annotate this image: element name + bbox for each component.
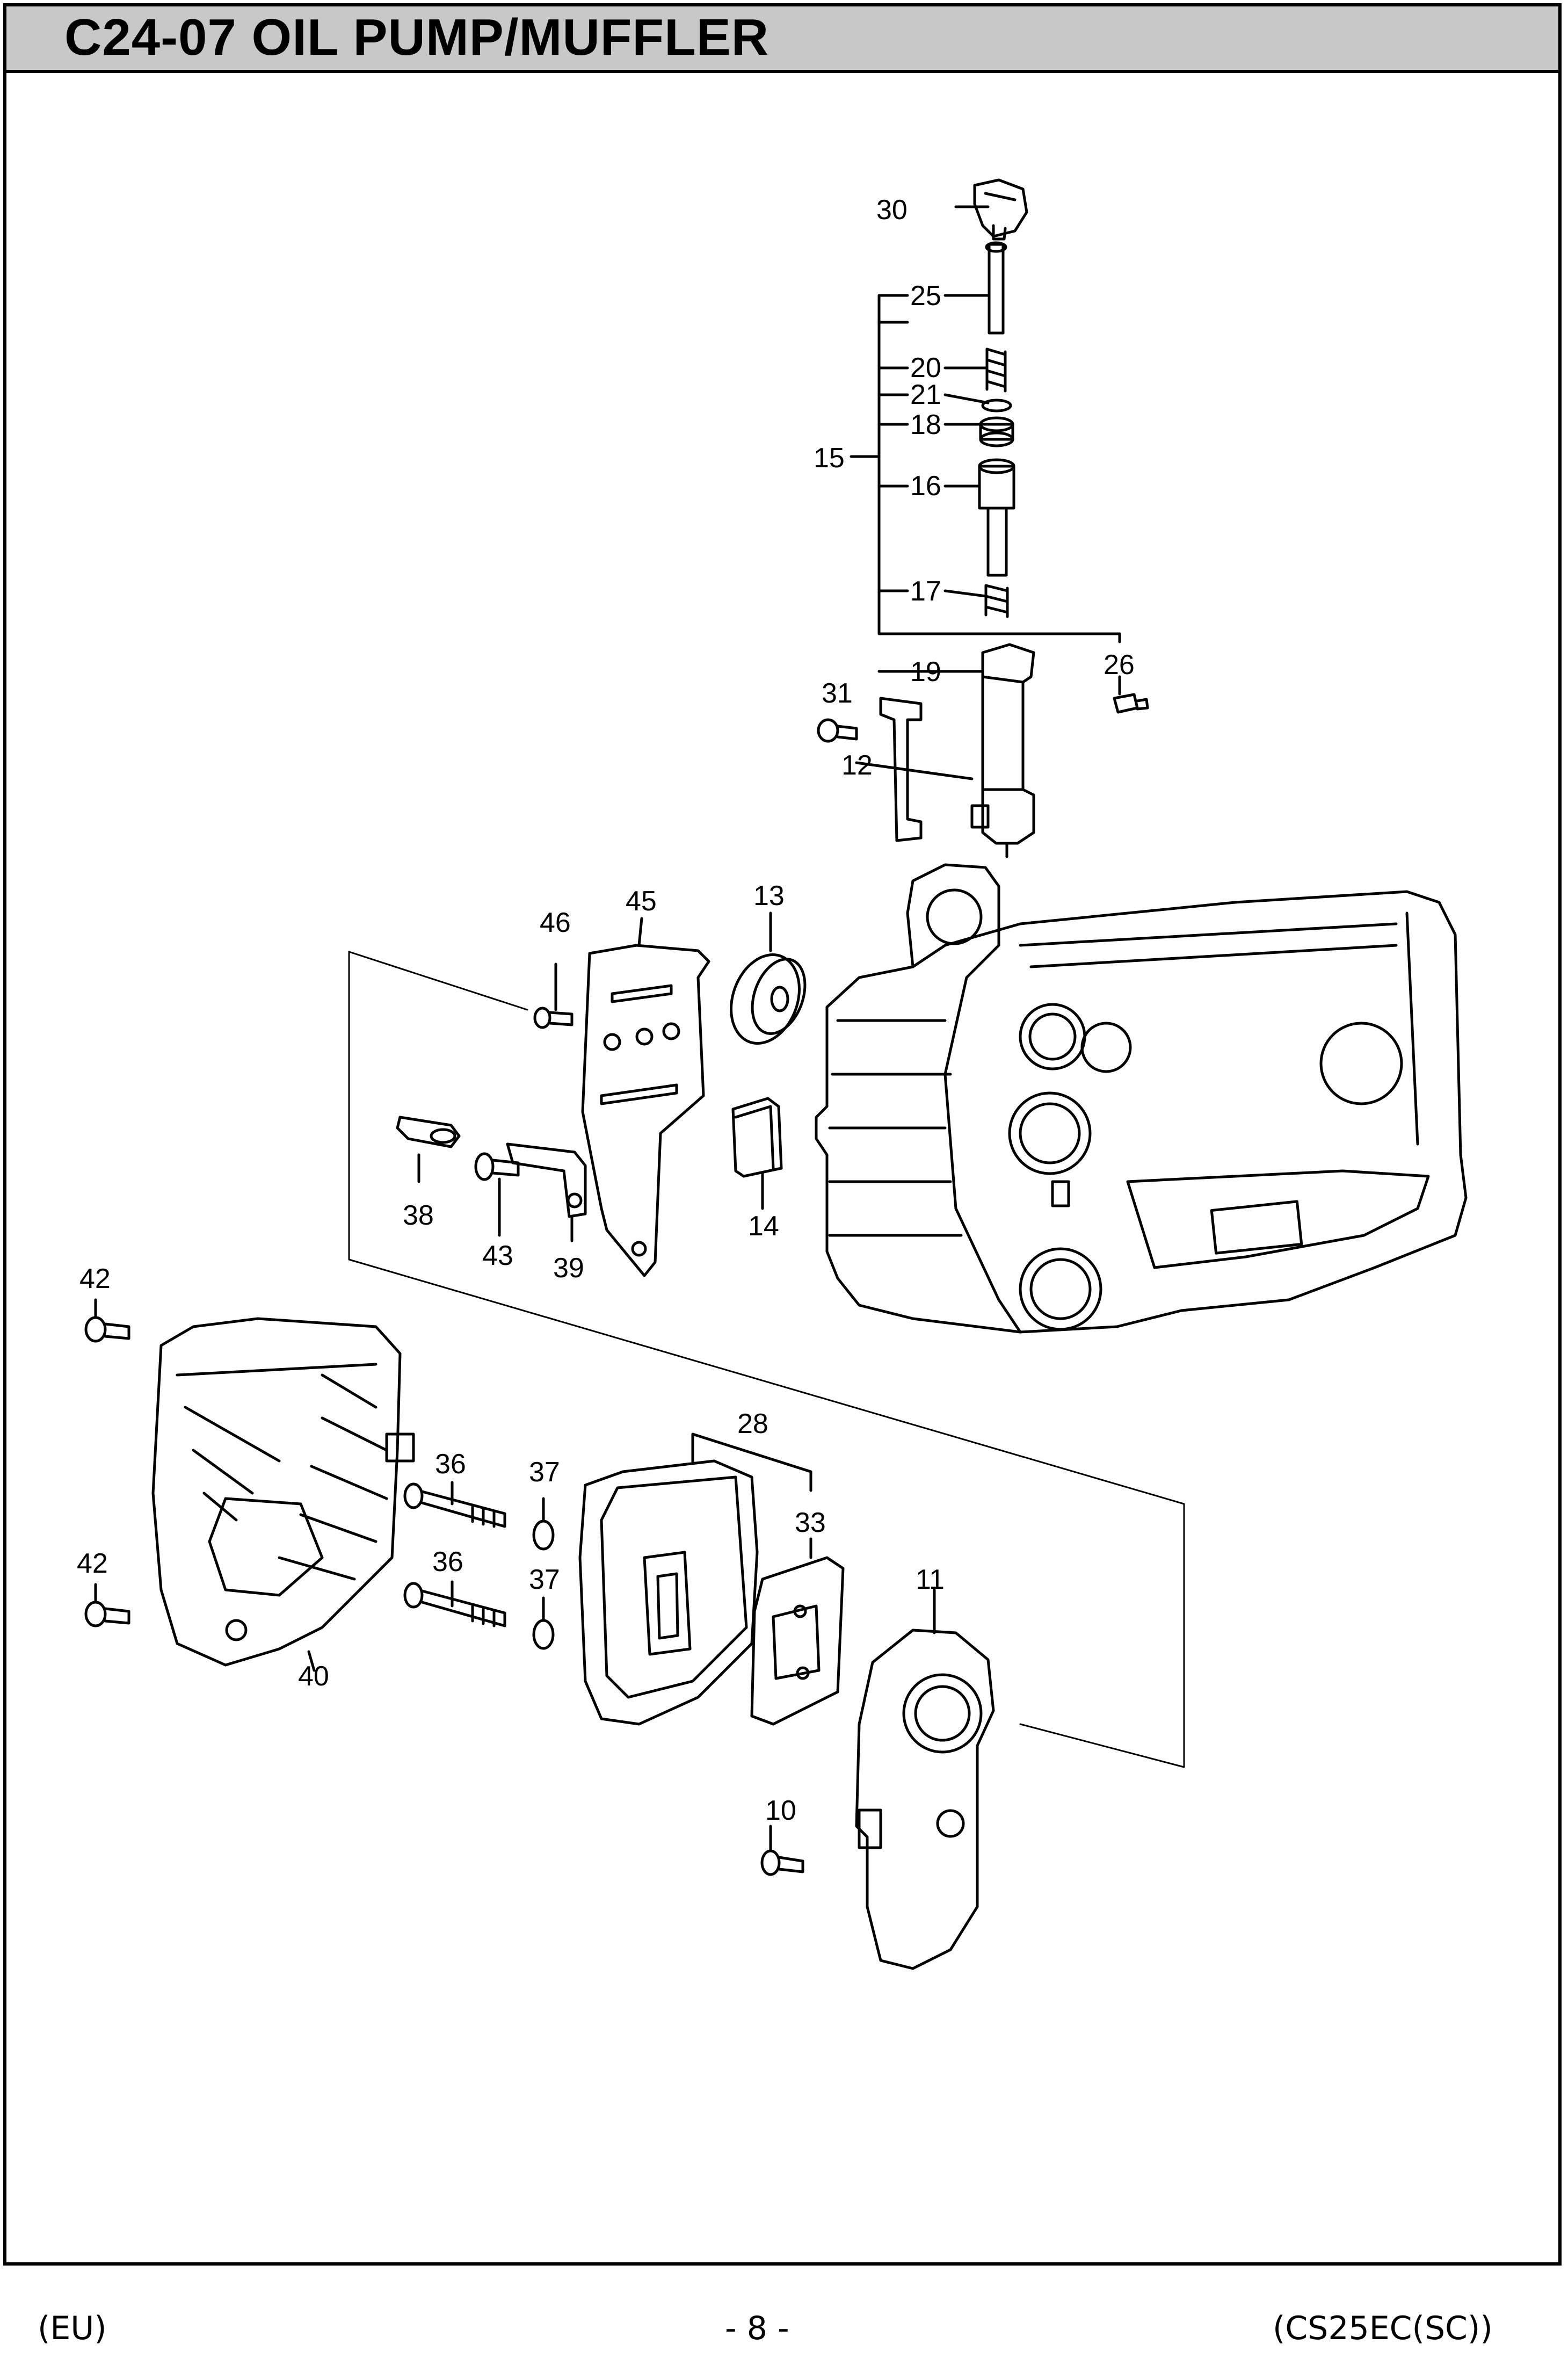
page-frame: C24-07 OIL PUMP/MUFFLER: [3, 3, 1562, 2266]
pump-plunger-part-16: [978, 458, 1015, 577]
callout-25: 25: [910, 280, 941, 312]
page-title: C24-07 OIL PUMP/MUFFLER: [64, 9, 770, 66]
washer-part-37-lower: [532, 1619, 555, 1650]
spring-part-20: [985, 348, 1007, 393]
plate-part-39: [506, 1142, 587, 1218]
callout-26: 26: [1104, 649, 1135, 681]
callout-43: 43: [482, 1240, 513, 1271]
pad-part-38: [396, 1116, 461, 1148]
spring-part-17: [984, 584, 1009, 618]
washer-part-21: [981, 399, 1012, 413]
callout-15: 15: [814, 443, 845, 474]
callout-19: 19: [910, 656, 941, 688]
bracket-part-45: [581, 944, 710, 1277]
callout-45: 45: [626, 886, 657, 917]
callout-37-lower: 37: [529, 1564, 560, 1595]
leader-lines-muffler: [769, 1588, 936, 1852]
assembly-guide-lines: [348, 951, 1185, 1768]
callout-18: 18: [910, 409, 941, 440]
screw-part-26: [1113, 693, 1149, 714]
muffler-back-part-11: [855, 1629, 995, 1970]
muffler-cover-part-40: [151, 1317, 415, 1667]
callout-38: 38: [403, 1200, 434, 1231]
callout-36-upper: 36: [435, 1449, 466, 1480]
callout-46: 46: [540, 907, 571, 938]
bracket-part-15: [877, 294, 1121, 643]
filter-part-14: [731, 1097, 783, 1178]
screw-part-42-lower: [84, 1601, 130, 1627]
screw-part-46: [533, 1007, 574, 1029]
engine-crankcase: [815, 863, 1468, 1334]
title-bar: C24-07 OIL PUMP/MUFFLER: [6, 6, 1558, 73]
callout-40: 40: [298, 1661, 329, 1692]
callout-13: 13: [753, 880, 785, 911]
screw-part-10: [760, 1849, 804, 1876]
callout-12: 12: [841, 750, 873, 781]
bolt-part-43: [474, 1152, 520, 1181]
oil-pump-lever-part-12: [879, 697, 923, 842]
screw-part-42-upper: [84, 1316, 130, 1343]
pump-body-part-19: [970, 643, 1035, 858]
washer-part-13: [730, 953, 807, 1045]
footer-region: (EU): [38, 2310, 107, 2347]
bolt-part-36-lower: [403, 1582, 506, 1627]
washer-part-37-upper: [532, 1519, 555, 1551]
screw-part-31: [817, 718, 858, 743]
footer-model: (CS25EC(SC)): [1273, 2310, 1493, 2347]
callout-16: 16: [910, 471, 941, 502]
callout-17: 17: [910, 576, 941, 607]
callout-36-lower: 36: [432, 1546, 463, 1578]
callout-33: 33: [795, 1507, 826, 1538]
callout-20: 20: [910, 352, 941, 383]
bracket-part-28-33: [691, 1432, 812, 1559]
callout-31: 31: [822, 678, 853, 709]
callout-42-lower: 42: [77, 1548, 108, 1579]
footer-page-number: - 8 -: [725, 2310, 789, 2347]
callout-10: 10: [765, 1795, 796, 1826]
callout-14: 14: [748, 1211, 779, 1242]
callout-11: 11: [916, 1564, 945, 1595]
callout-42-upper: 42: [79, 1263, 111, 1294]
leader-lines-cover: [94, 1298, 545, 1672]
pump-shaft-part-25: [985, 241, 1007, 335]
callout-39: 39: [553, 1253, 584, 1284]
leader-lines-pump: [850, 205, 1121, 780]
callout-37-upper: 37: [529, 1457, 560, 1488]
pump-cap-part-30: [973, 178, 1028, 241]
callout-28: 28: [737, 1408, 768, 1439]
gasket-part-33: [750, 1556, 845, 1726]
leader-lines-bracket: [417, 911, 772, 1242]
callout-30: 30: [876, 194, 908, 226]
bolt-part-36-upper: [403, 1482, 506, 1528]
callout-labels: 30 25 20 21 18 15 16 17 19 26 31 12 46 4…: [77, 194, 1135, 1826]
seal-part-18: [979, 416, 1014, 447]
muffler-body-part-28: [578, 1459, 759, 1726]
callout-21: 21: [910, 379, 941, 410]
